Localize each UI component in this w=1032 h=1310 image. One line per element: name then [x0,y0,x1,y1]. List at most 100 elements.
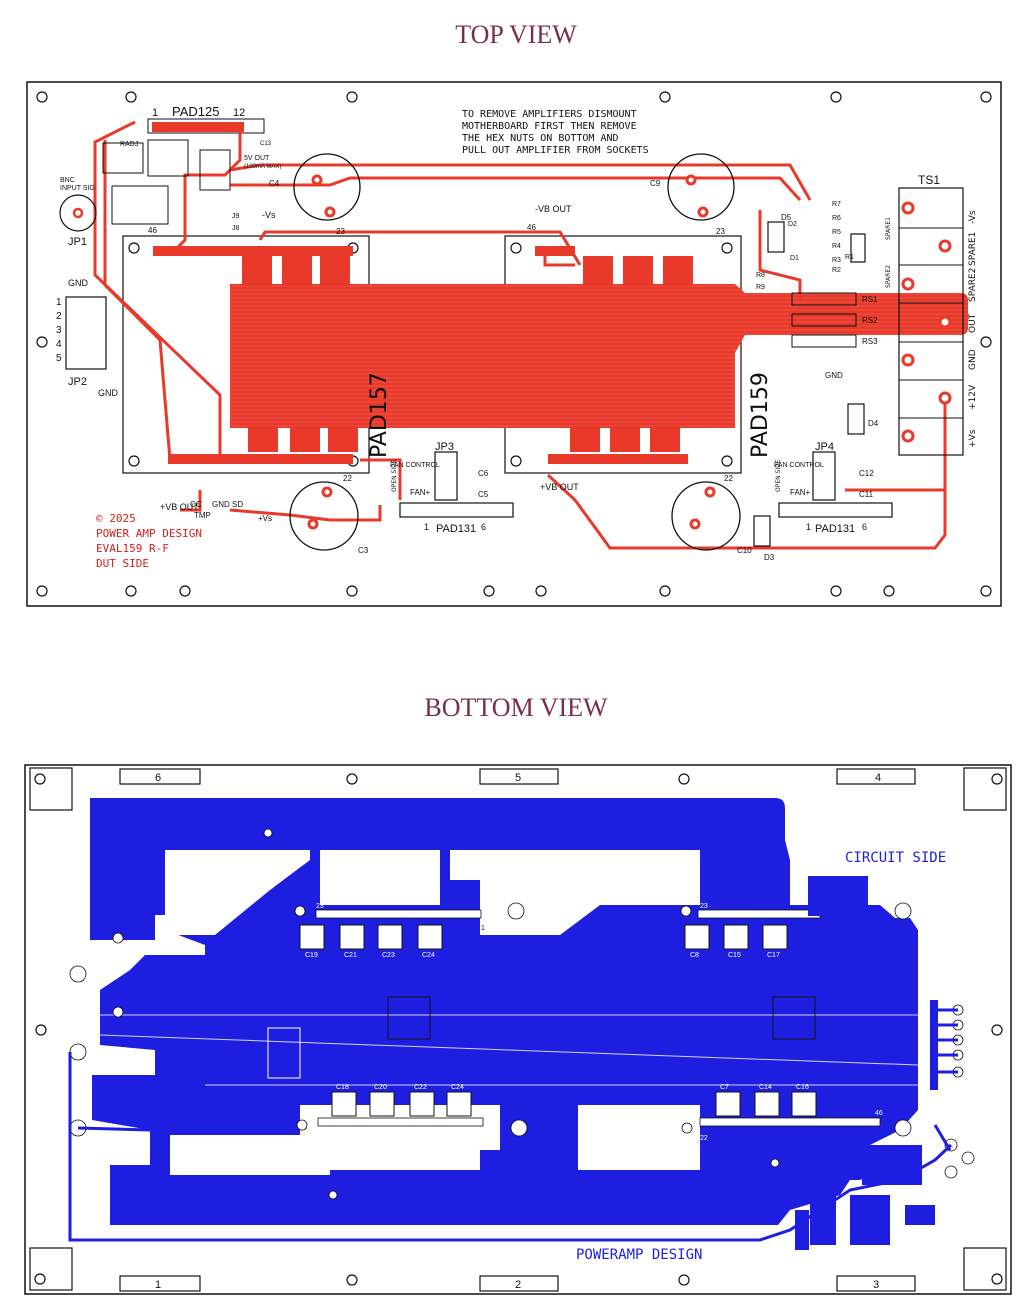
r1-label: R1 [845,254,854,261]
bnc-connector [59,194,97,232]
bottom-pin-1: 1 [481,925,485,932]
bnc-label: BNC [60,177,75,184]
plus-vs-small-label: +Vs [258,514,272,523]
r8-label: R8 [756,272,765,279]
bottom-pin-22-right: 22 [700,1135,708,1142]
note-line-3: THE HEX NUTS ON BOTTOM AND [462,133,619,144]
left-pin23: 23 [336,227,345,236]
j9-label: J9 [232,213,240,220]
cap-label-c8: C8 [690,952,699,959]
top-view-title: TOP VIEW [455,20,577,49]
top-mount-holes [36,91,992,597]
cap-label-c17: C17 [767,952,780,959]
jp2-pin-3: 3 [56,325,62,336]
fan-plus-right-label: FAN+ [790,488,811,497]
r4-label: R4 [832,243,841,250]
open-side-right-label: OPEN SIDE [775,459,782,492]
c3-label: C3 [358,546,369,555]
copyright-line-1: © 2025 [96,512,136,525]
cap-label-c20: C20 [374,1084,387,1091]
pad131-left-header [399,502,514,518]
top-copper-plane [230,284,968,428]
d4-label: D4 [868,419,879,428]
shunt-resistors [791,292,857,348]
mount-label-3: 3 [873,1279,879,1291]
pad131-right-header [778,502,893,518]
five-v-ma-label: (100mA MAX) [244,164,281,170]
copyright-line-4: DUT SIDE [96,557,149,570]
j8-label: J8 [232,225,240,232]
ts1-spare1-label: SPARE1 [968,232,978,266]
pad157-label: PAD157 [367,372,392,458]
corner-pads [29,767,1007,1291]
pad131-right-pin1: 1 [806,522,811,532]
note-line-2: MOTHERBOARD FIRST THEN REMOVE [462,121,637,132]
fan-plus-left-label: FAN+ [410,488,431,497]
jp4-header [812,451,836,501]
cap-label-c7: C7 [720,1084,729,1091]
jp2-pin-2: 2 [56,311,62,322]
jp4-label: JP4 [815,441,834,453]
pad125-pin12: 12 [233,107,245,119]
d1-label: D1 [790,255,799,262]
bottom-pin-46-left: 46 [490,1110,498,1117]
r2-label: R2 [832,267,841,274]
bottom-pin-23-right: 23 [700,903,708,910]
pad125-label: PAD125 [172,104,219,119]
pad131-right-pin6: 6 [862,522,867,532]
plus-vb-out-right-label: +VB OUT [540,482,579,492]
ts1-minus-vs-label: -Vs [968,210,978,224]
minus-vb-out-label: -VB OUT [535,204,572,214]
right-pin23: 23 [716,227,725,236]
left-pin22: 22 [343,474,352,483]
cap-label-c19: C19 [305,952,318,959]
ts1-terminal-strip [898,187,964,456]
c4-label: C4 [269,179,280,188]
jp2-pin-5: 5 [56,353,62,364]
c13-label: C13 [260,141,272,147]
pad131-right-label: PAD131 [815,523,855,535]
ts1-gnd-label: GND [968,349,978,370]
r3-label: R3 [832,257,841,264]
cap-label-c14: C14 [759,1084,772,1091]
ts1-label: TS1 [918,173,940,187]
c9-label: C9 [650,179,661,188]
d3-label: D3 [764,553,775,562]
fan-control-left-label: FAN CONTROL [390,462,440,469]
cc-label: CC [190,500,202,509]
five-v-out-label: 5V OUT [244,155,270,162]
pad131-left-label: PAD131 [436,523,476,535]
c11-label: C11 [859,490,874,499]
fan-control-right-label: FAN CONTROL [774,462,824,469]
right-pin46: 46 [527,223,536,232]
mount-label-2: 2 [515,1279,521,1291]
ts1-plus12v-label: +12V [968,384,978,410]
tmp-label: TMP [194,511,211,520]
rs3-label: RS3 [862,337,878,346]
c10-label: C10 [737,546,752,555]
plus-vb-out-left-label: +VB OUT [160,502,199,512]
bottom-pin-22-left: 22 [316,1135,324,1142]
jp2-pin-1: 1 [56,297,62,308]
c6-label: C6 [478,469,489,478]
ts1-out-label: OUT [968,313,978,333]
radj-label: RADJ [120,141,138,148]
minus-vs-small-label: -Vs [262,210,276,220]
r6-label: R6 [832,215,841,222]
rs1-label: RS1 [862,295,878,304]
brand-label: POWERAMP DESIGN [576,1247,702,1263]
mount-label-6: 6 [155,772,161,784]
open-side-left-label: OPEN SIDE [391,459,398,492]
jp2-label: JP2 [68,376,87,388]
jp1-label: JP1 [68,236,87,248]
jp2-header [65,296,107,370]
pad159-label: PAD159 [748,372,773,458]
jp3-header [434,451,458,501]
cap-label-c24-upper: C24 [422,952,435,959]
r7-label: R7 [832,201,841,208]
note-line-4: PULL OUT AMPLIFIER FROM SOCKETS [462,145,649,156]
left-pin46: 46 [148,226,157,235]
d2-label: D2 [788,221,797,228]
cap-label-c23: C23 [382,952,395,959]
